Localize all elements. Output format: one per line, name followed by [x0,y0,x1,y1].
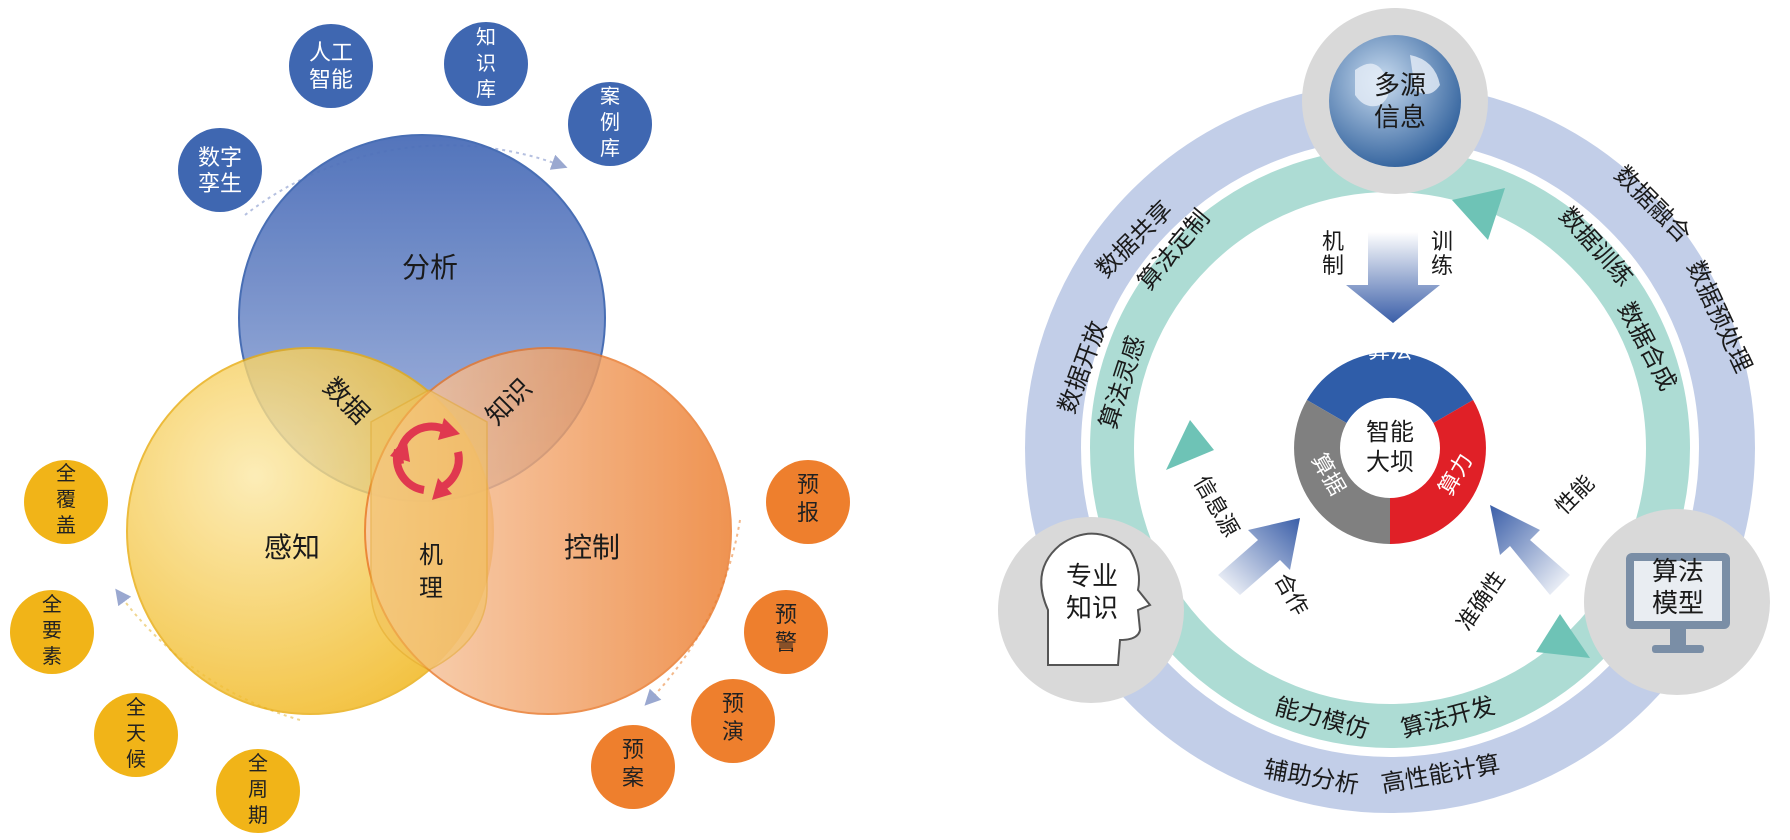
svg-text:算法: 算法 [1652,557,1704,587]
bubble-full-coverage: 全 覆 盖 [24,460,108,544]
bubble-full-cycle: 全 周 期 [216,749,300,833]
left-venn-diagram: 分析 感知 控制 数据 知识 机 理 数字 孪生 人工 智能 知 识 库 案 例 [10,22,850,833]
svg-text:数字: 数字 [198,146,242,171]
svg-text:要: 要 [42,618,62,642]
svg-text:识: 识 [476,51,496,75]
donut-segment-compute [1390,400,1486,544]
svg-text:库: 库 [476,77,496,101]
bubble-full-elements: 全 要 素 [10,590,94,674]
bubble-rehearsal: 预 演 [691,679,775,763]
svg-text:专业: 专业 [1066,562,1118,592]
bubble-case-base: 案 例 库 [568,82,652,166]
svg-text:信息: 信息 [1374,103,1426,133]
svg-text:全: 全 [42,592,62,616]
bubble-plan: 预 案 [591,725,675,809]
arrow-label-training-2: 练 [1431,254,1453,279]
svg-text:全: 全 [56,461,76,485]
arrow-label-accuracy: 准确性 [1453,567,1511,635]
svg-text:期: 期 [248,803,268,827]
bubble-knowledge-base: 知 识 库 [444,22,528,106]
svg-text:案: 案 [622,766,644,791]
svg-text:素: 素 [42,644,62,668]
donut-segment-algorithm [1306,352,1474,423]
inner-ring-arrowhead-left [1166,420,1214,470]
node-multi-source: 多源 信息 [1302,8,1488,194]
svg-text:预: 预 [622,738,644,763]
bubble-digital-twin: 数字 孪生 [178,128,262,212]
right-cycle-diagram: 数据开放 数据共享 数据融合 数据预处理 辅助分析 高性能计算 算法定制 算法灵… [998,8,1770,813]
perception-label: 感知 [264,531,320,564]
diag-arrow-left [1218,518,1300,595]
svg-text:盖: 盖 [56,513,76,537]
arrow-label-cooperation: 合作 [1269,569,1313,620]
center-title-1: 智能 [1366,418,1414,446]
svg-text:预: 预 [797,473,819,498]
node-algo-model: 算法 模型 [1584,509,1770,695]
svg-text:模型: 模型 [1652,589,1704,619]
svg-text:预: 预 [775,603,797,628]
svg-text:候: 候 [126,747,146,771]
arrow-label-training-1: 训 [1431,230,1453,255]
control-label: 控制 [564,531,620,564]
svg-text:知: 知 [476,25,496,49]
head-icon [1040,532,1152,666]
bubble-forecast: 预 报 [766,460,850,544]
down-arrow [1346,232,1440,323]
svg-text:孪生: 孪生 [198,172,242,197]
mechanism-shield [370,389,488,671]
arrow-label-performance: 性能 [1551,471,1600,520]
svg-text:预: 预 [722,692,744,717]
svg-text:案: 案 [600,84,620,108]
bubble-ai: 人工 智能 [289,24,373,108]
svg-text:人工: 人工 [309,41,353,66]
mechanism-label-line1: 机 [419,541,443,569]
svg-text:演: 演 [722,720,744,745]
svg-text:天: 天 [126,721,146,745]
svg-text:多源: 多源 [1374,71,1426,101]
donut-segment-data [1294,400,1390,544]
diag-arrow-right [1490,505,1570,595]
arrow-label-info-source: 信息源 [1188,472,1243,542]
globe-icon [1329,35,1461,167]
svg-text:知识: 知识 [1066,594,1118,624]
bubble-all-weather: 全 天 候 [94,693,178,777]
arrow-label-mechanism-2: 制 [1322,254,1344,279]
svg-text:覆: 覆 [56,487,76,511]
arrow-label-mechanism-1: 机 [1322,230,1344,255]
donut-label-algorithm: 算法 [1368,339,1412,364]
bubble-warning: 预 警 [744,590,828,674]
svg-text:例: 例 [600,110,620,134]
mechanism-label-line2: 理 [419,574,443,602]
svg-text:全: 全 [248,751,268,775]
node-expertise: 专业 知识 [998,517,1184,703]
center-title-2: 大坝 [1366,448,1414,476]
inner-ring-arrowhead-top [1452,188,1505,240]
recycle-icon [390,418,463,500]
inner-ring-arrowhead-right [1536,614,1590,658]
svg-text:全: 全 [126,695,146,719]
svg-text:报: 报 [797,501,819,526]
svg-text:库: 库 [600,136,620,160]
svg-text:智能: 智能 [309,68,353,93]
analysis-label: 分析 [402,251,458,284]
center-donut: 算法 算力 算据 智能 大坝 [1294,339,1486,544]
blue-orbit-arc [244,144,568,216]
svg-text:警: 警 [775,631,797,656]
svg-text:周: 周 [248,777,268,801]
